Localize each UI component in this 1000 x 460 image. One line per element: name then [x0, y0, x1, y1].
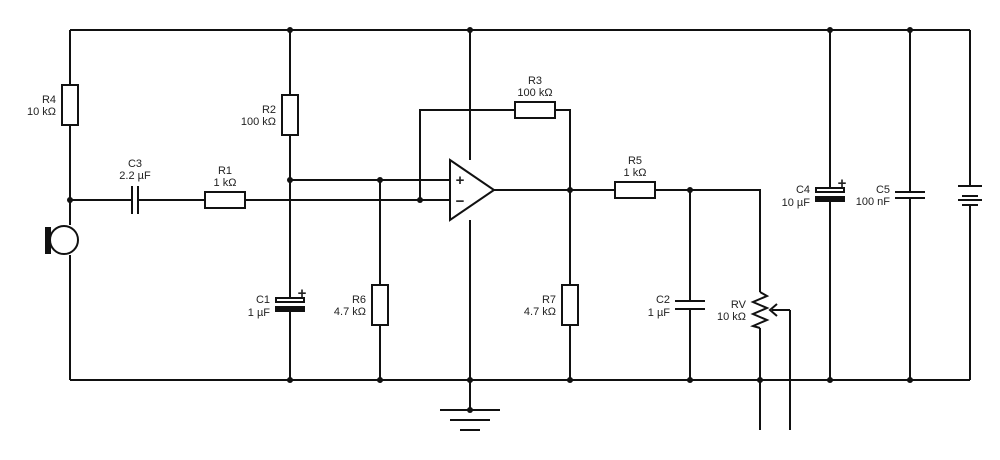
battery-icon [958, 185, 982, 206]
c1-ref: C1 [256, 294, 270, 306]
c2-value: 1 µF [648, 307, 671, 319]
r3-value: 100 kΩ [517, 87, 552, 99]
resistor-r4: R4 10 kΩ [27, 84, 79, 126]
resistor-r3: R3 100 kΩ [514, 75, 556, 119]
c4-value: 10 µF [782, 197, 811, 209]
opamp-inverting-sign: − [456, 193, 465, 210]
resistor-r1: R1 1 kΩ [204, 165, 246, 209]
resistor-r7: R7 4.7 kΩ [524, 284, 579, 326]
c4-plus-sign: + [838, 175, 847, 192]
c4-ref: C4 [796, 184, 810, 196]
ground-icon [440, 409, 500, 431]
resistor-r6: R6 4.7 kΩ [334, 284, 389, 326]
capacitor-c1: + C1 1 µF [248, 285, 307, 319]
c2-ref: C2 [656, 294, 670, 306]
capacitor-c2: C2 1 µF [648, 294, 705, 319]
r1-value: 1 kΩ [214, 177, 237, 189]
c3-value: 2.2 µF [119, 170, 151, 182]
r1-ref: R1 [218, 165, 232, 177]
r4-value: 10 kΩ [27, 106, 56, 118]
c5-value: 100 nF [856, 196, 891, 208]
c1-plus-sign: + [298, 285, 307, 302]
capacitor-c4: + C4 10 µF [782, 175, 847, 209]
c1-value: 1 µF [248, 307, 271, 319]
capacitor-c5: C5 100 nF [856, 184, 925, 208]
microphone-icon [45, 225, 79, 255]
opamp-triangle: + − [449, 158, 496, 222]
capacitor-c3: C3 2.2 µF [119, 158, 151, 214]
rv-ref: RV [731, 299, 747, 311]
r6-value: 4.7 kΩ [334, 306, 366, 318]
resistor-r2: R2 100 kΩ [241, 94, 299, 136]
opamp-noninverting-sign: + [456, 172, 465, 189]
r5-value: 1 kΩ [624, 167, 647, 179]
r4-ref: R4 [42, 94, 56, 106]
r7-value: 4.7 kΩ [524, 306, 556, 318]
r2-ref: R2 [262, 104, 276, 116]
r6-ref: R6 [352, 294, 366, 306]
junction-dots [67, 27, 913, 413]
r5-ref: R5 [628, 155, 642, 167]
c5-ref: C5 [876, 184, 890, 196]
potentiometer-rv: RV 10 kΩ [717, 291, 790, 329]
wires [69, 29, 971, 430]
r3-ref: R3 [528, 75, 542, 87]
r2-value: 100 kΩ [241, 116, 276, 128]
c3-ref: C3 [128, 158, 142, 170]
resistor-r5: R5 1 kΩ [614, 155, 656, 199]
r7-ref: R7 [542, 294, 556, 306]
rv-value: 10 kΩ [717, 311, 746, 323]
